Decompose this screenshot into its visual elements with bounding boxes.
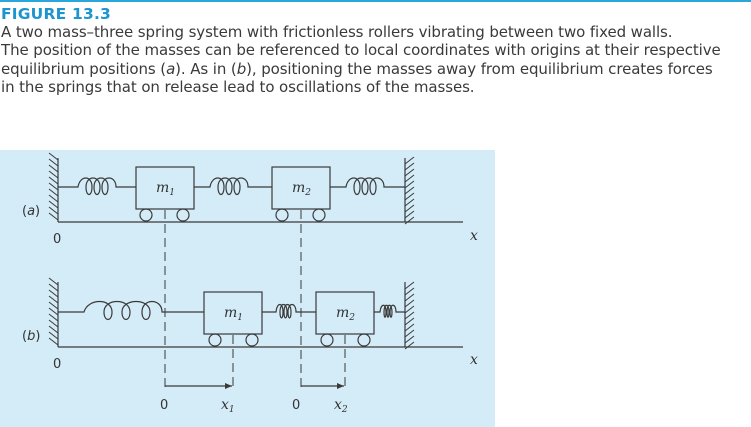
wheel-1a-right xyxy=(176,208,190,222)
displacement-lines xyxy=(232,335,346,387)
wheel-1a-left xyxy=(139,208,153,222)
caption-line-3: equilibrium positions (a). As in (b), po… xyxy=(1,59,713,78)
panel-b-tag: (b) xyxy=(22,329,40,344)
mass-1-b-label: m1 xyxy=(224,305,243,323)
spring-1-b xyxy=(58,300,204,321)
right-wall-a xyxy=(404,156,415,225)
panel-a xyxy=(48,152,463,225)
wheel-1b-right xyxy=(245,333,259,347)
mass-1-a xyxy=(135,166,195,210)
spring-3-b xyxy=(374,304,405,318)
panel-a-tag: (a) xyxy=(22,204,40,219)
left-wall-b xyxy=(48,277,59,347)
figure-caption: A two mass–three spring system with fric… xyxy=(1,23,751,97)
panel-b xyxy=(48,277,463,350)
local-var-x2: x2 xyxy=(334,397,348,415)
origin-label-b: 0 xyxy=(53,357,61,372)
spring-2-b xyxy=(262,303,316,319)
mass-1-a-label: m1 xyxy=(156,180,175,198)
figure-panel xyxy=(0,150,495,427)
caption-line-4: in the springs that on release lead to o… xyxy=(1,78,475,97)
mass-2-b xyxy=(315,291,375,335)
equilibrium-lines xyxy=(164,210,302,387)
spring-1-a xyxy=(58,177,136,196)
mass-2-b-label: m2 xyxy=(336,305,355,323)
x-axis-label-a: x xyxy=(470,228,478,244)
origin-label-a: 0 xyxy=(53,232,61,247)
spring-3-a xyxy=(330,177,405,196)
wheel-2b-right xyxy=(357,333,371,347)
local-var-x1: x1 xyxy=(221,397,235,415)
caption-line-1: A two mass–three spring system with fric… xyxy=(1,23,673,41)
x-axis-label-b: x xyxy=(470,352,478,368)
local-origin-2: 0 xyxy=(292,398,300,413)
spring-mass-diagram: (a) 0 x m1 m2 (b) xyxy=(22,152,478,415)
caption-line-2: The position of the masses can be refere… xyxy=(1,41,721,60)
figure-label: FIGURE 13.3 xyxy=(1,5,112,23)
wheel-2b-left xyxy=(320,333,334,347)
wheel-2a-right xyxy=(312,208,326,222)
wheel-1b-left xyxy=(208,333,222,347)
spring-2-a xyxy=(194,177,272,196)
left-wall-a xyxy=(48,152,59,222)
mass-2-a-label: m2 xyxy=(292,180,311,198)
wheel-2a-left xyxy=(275,208,289,222)
top-rule xyxy=(0,0,751,2)
mass-2-a xyxy=(271,166,331,210)
right-wall-b xyxy=(404,281,415,350)
local-origin-1: 0 xyxy=(160,398,168,413)
mass-1-b xyxy=(203,291,263,335)
